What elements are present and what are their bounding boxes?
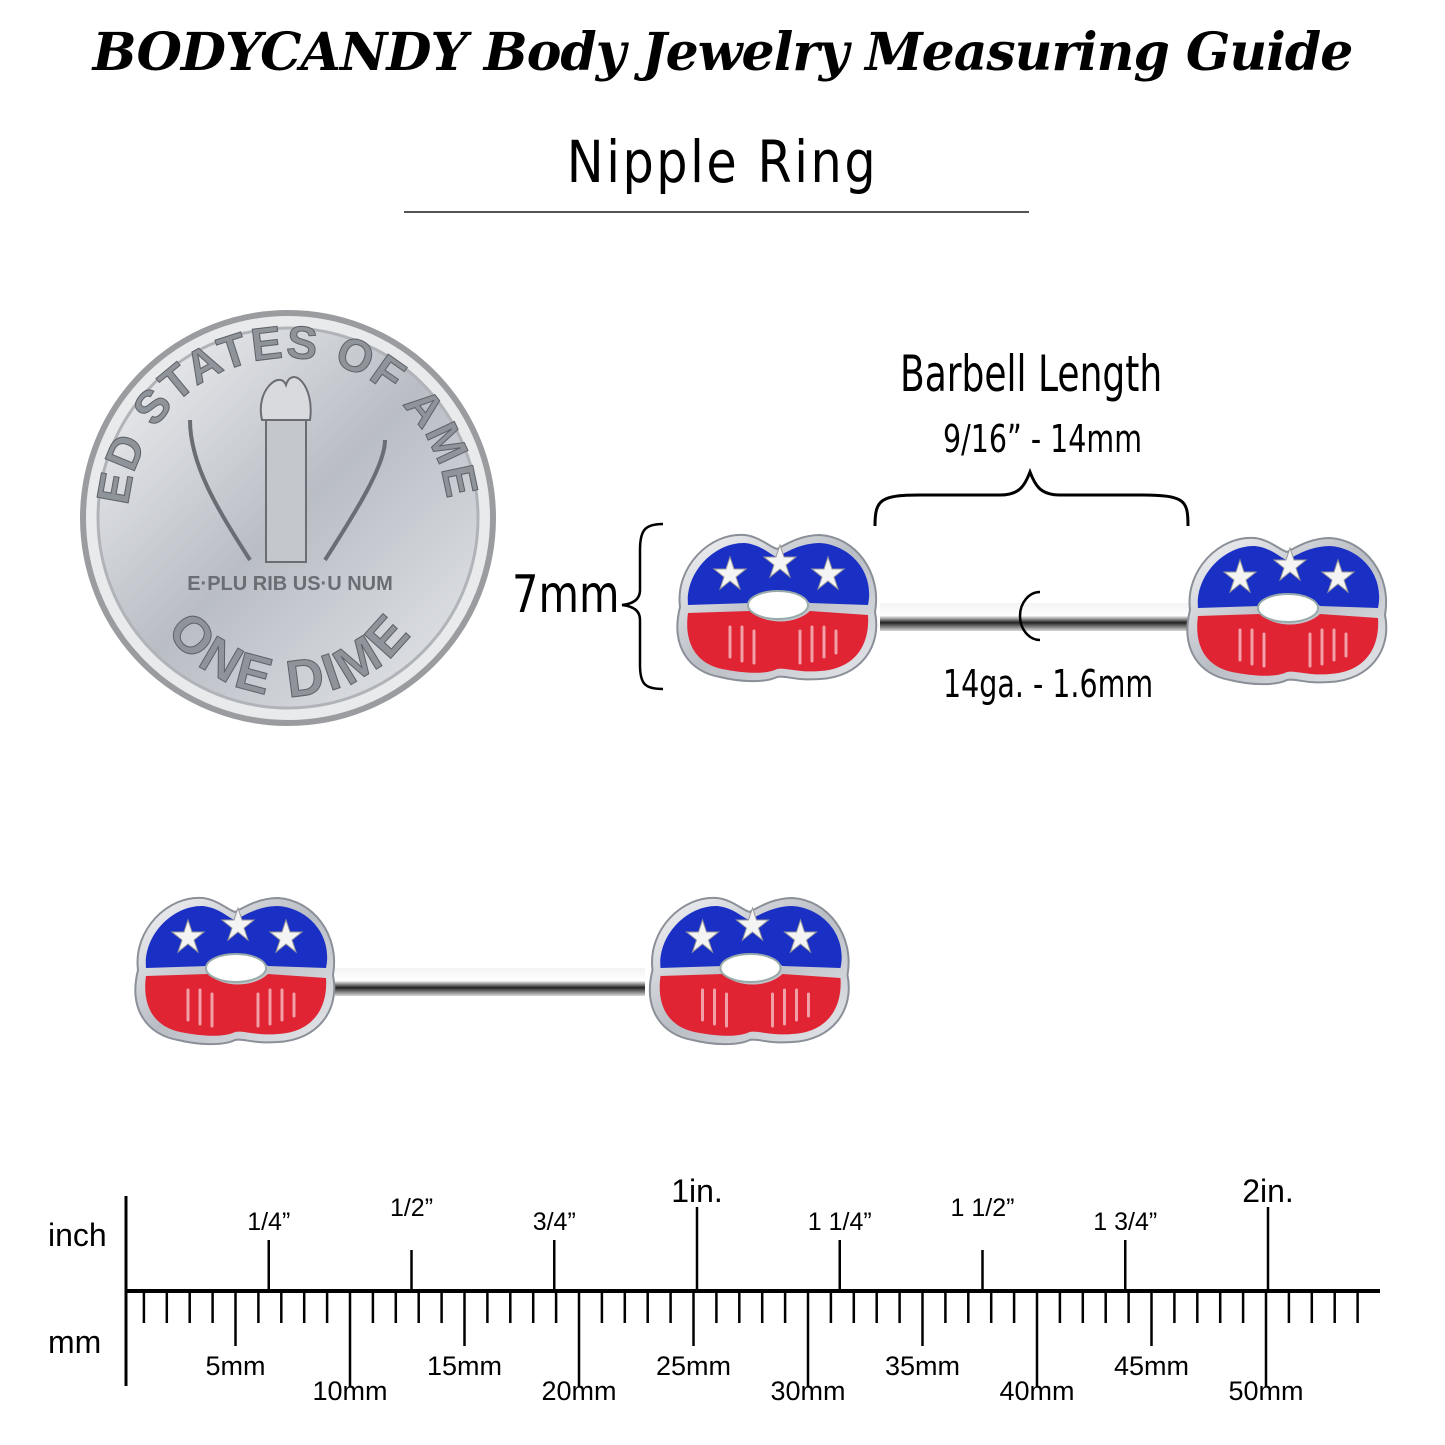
oak-branch-icon xyxy=(323,439,387,562)
barbell-shaft xyxy=(335,968,645,996)
page-title: BODYCANDY Body Jewelry Measuring Guide xyxy=(92,22,1354,83)
inch-tick-label: 1 3/4” xyxy=(1093,1208,1157,1236)
mm-tick-label: 45mm xyxy=(1114,1351,1189,1381)
inch-tick-label: 1in. xyxy=(671,1173,723,1209)
mm-tick-label: 10mm xyxy=(312,1376,387,1406)
height-value: 7mm xyxy=(512,565,620,625)
length-brace xyxy=(873,467,1190,527)
title-divider xyxy=(404,211,1029,213)
lips-end-right xyxy=(1185,536,1388,686)
lips-end-left xyxy=(675,533,878,683)
height-brace xyxy=(621,522,664,691)
page-subtitle: Nipple Ring xyxy=(566,128,879,196)
mm-tick-label: 25mm xyxy=(656,1351,731,1381)
olive-branch-icon xyxy=(188,419,252,562)
barbell-length-title: Barbell Length xyxy=(900,345,1163,403)
inch-tick-label: 1 1/4” xyxy=(808,1208,872,1236)
mm-tick-label: 40mm xyxy=(999,1376,1074,1406)
inch-tick-label: 1 1/2” xyxy=(951,1194,1015,1222)
barbell-annotated xyxy=(621,467,1388,691)
mm-tick-label: 20mm xyxy=(541,1376,616,1406)
gauge-marker xyxy=(1018,590,1041,642)
mm-tick-label: 30mm xyxy=(770,1376,845,1406)
inch-tick-label: 1/4” xyxy=(247,1208,290,1236)
lips-end-right xyxy=(648,896,851,1046)
mm-tick-label: 15mm xyxy=(427,1351,502,1381)
torch-flame-icon xyxy=(259,376,312,421)
dime-coin: UNITED STATES OF AMERICA ONE DIME E·PLU … xyxy=(0,0,496,726)
inch-tick-label: 1/2” xyxy=(390,1194,433,1222)
mm-axis-label: mm xyxy=(48,1324,101,1360)
inch-tick-label: 2in. xyxy=(1242,1173,1294,1209)
mm-tick-label: 5mm xyxy=(206,1351,266,1381)
barbell-shaft xyxy=(880,603,1190,631)
lips-end-left xyxy=(133,896,336,1046)
mm-tick-label: 50mm xyxy=(1228,1376,1303,1406)
coin-motto: E·PLU RIB US·U NUM xyxy=(187,573,393,595)
barbell-length-value: 9/16” - 14mm xyxy=(943,417,1142,461)
gauge-value: 14ga. - 1.6mm xyxy=(943,662,1154,706)
inch-axis-label: inch xyxy=(48,1217,107,1253)
mm-tick-label: 35mm xyxy=(885,1351,960,1381)
torch-icon xyxy=(265,419,307,563)
barbell-side-view xyxy=(133,896,851,1046)
inch-tick-label: 3/4” xyxy=(533,1208,576,1236)
ruler: inch mm 5mm 10mm 15mm 20mm 25mm 30mm 35mm 40mm 4… xyxy=(48,1173,1380,1406)
